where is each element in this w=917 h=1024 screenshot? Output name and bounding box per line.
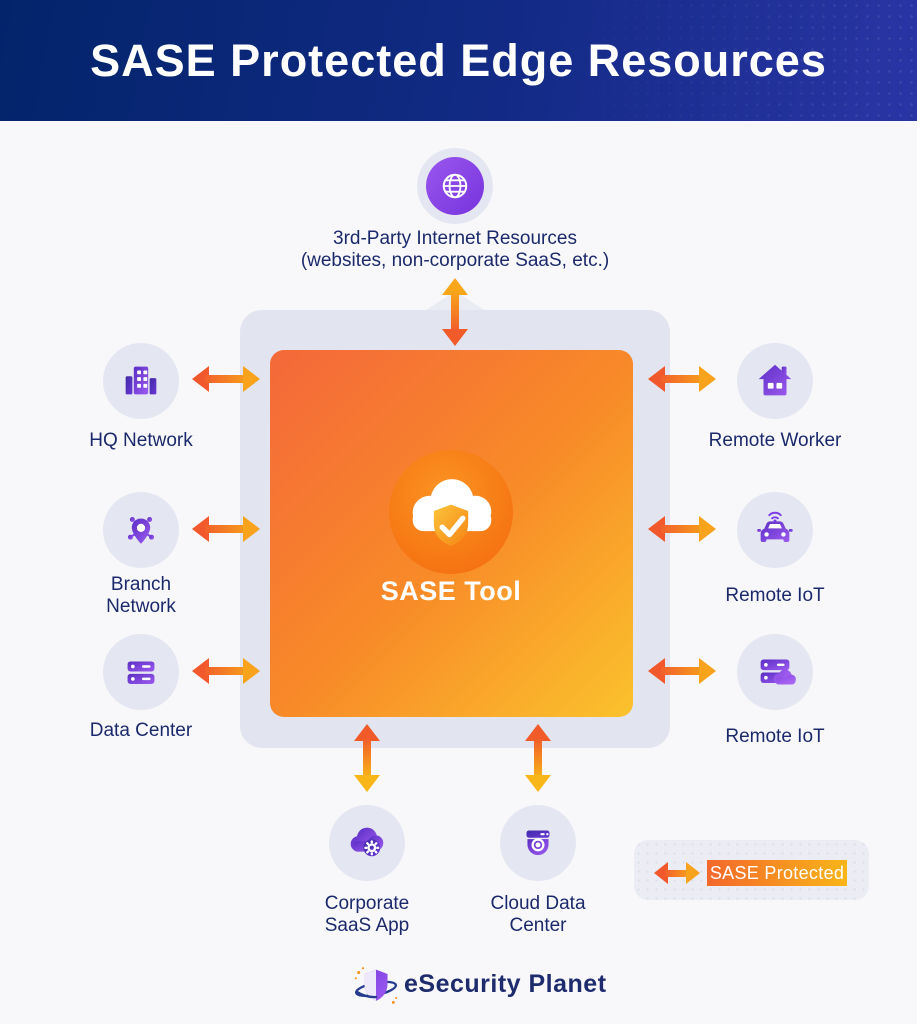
arrow-cloud-dc bbox=[525, 724, 551, 792]
data-center-node bbox=[103, 634, 179, 710]
arrow-remote-worker bbox=[648, 366, 716, 392]
cloud-shield-check-icon bbox=[412, 479, 492, 546]
arrow-saas bbox=[354, 724, 380, 792]
dome-camera-icon bbox=[526, 830, 550, 855]
branch-pin-icon bbox=[127, 516, 155, 544]
branch-network-label: Branch Network bbox=[106, 574, 176, 618]
internet-node bbox=[417, 148, 493, 224]
house-icon bbox=[758, 364, 792, 396]
arrow-internet bbox=[442, 278, 468, 346]
arrow-hq bbox=[192, 366, 260, 392]
sase-tool-label: SASE Tool bbox=[380, 576, 522, 606]
hq-network-label: HQ Network bbox=[89, 430, 193, 451]
legend-badge: SASE Protected bbox=[707, 860, 847, 886]
cloud-data-center-node bbox=[500, 805, 576, 881]
cloud-gear-icon bbox=[350, 827, 384, 857]
remote-iot-car-label: Remote IoT bbox=[725, 585, 825, 606]
branch-network-node bbox=[103, 492, 179, 568]
office-building-icon bbox=[125, 366, 157, 395]
remote-iot-cloud-node bbox=[737, 634, 813, 710]
sase-emblem bbox=[389, 450, 513, 574]
esecurity-planet-logo-icon bbox=[351, 960, 401, 1012]
globe-icon bbox=[426, 157, 484, 215]
arrow-branch bbox=[192, 516, 260, 542]
legend-arrow-icon bbox=[654, 862, 700, 884]
brand-name: eSecurity Planet bbox=[404, 970, 607, 998]
internet-label-line1: 3rd-Party Internet Resources bbox=[333, 228, 577, 249]
remote-iot-cloud-label: Remote IoT bbox=[725, 726, 825, 747]
internet-node-label: 3rd-Party Internet Resources (websites, … bbox=[255, 228, 655, 273]
arrow-remote-iot-cloud bbox=[648, 658, 716, 684]
remote-worker-node bbox=[737, 343, 813, 419]
corporate-saas-label: Corporate SaaS App bbox=[324, 893, 410, 937]
data-center-label: Data Center bbox=[89, 720, 193, 741]
arrow-remote-iot-car bbox=[648, 516, 716, 542]
server-rack-icon bbox=[127, 661, 155, 684]
server-cloud-icon bbox=[760, 659, 796, 685]
remote-iot-car-node bbox=[737, 492, 813, 568]
header-banner: SASE Protected Edge Resources bbox=[0, 0, 917, 121]
hq-network-node bbox=[103, 343, 179, 419]
connected-car-icon bbox=[757, 511, 793, 542]
page-title: SASE Protected Edge Resources bbox=[90, 34, 827, 86]
arrow-datacenter bbox=[192, 658, 260, 684]
internet-label-line2: (websites, non-corporate SaaS, etc.) bbox=[300, 250, 610, 272]
cloud-data-center-label: Cloud Data Center bbox=[490, 893, 586, 937]
remote-worker-label: Remote Worker bbox=[708, 430, 842, 451]
corporate-saas-node bbox=[329, 805, 405, 881]
